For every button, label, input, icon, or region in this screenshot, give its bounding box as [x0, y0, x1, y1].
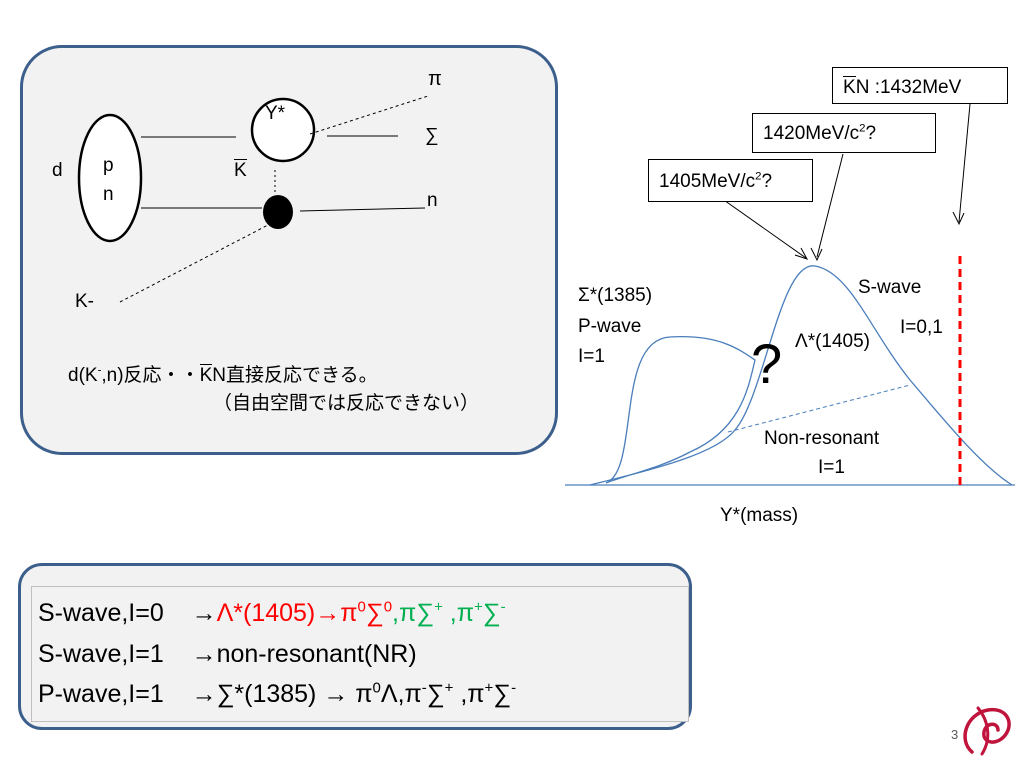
arrow-1420-line	[816, 153, 844, 258]
sigma-star-label: Σ*(1385)	[578, 285, 653, 306]
neutron-label: n	[427, 190, 438, 211]
p-wave-label: P-wave	[578, 316, 642, 337]
decay-summary-panel	[18, 563, 692, 730]
kminus-label: K-	[75, 291, 94, 312]
reaction-caption-line2: （自由空間では反応できない）	[213, 393, 480, 414]
mass-1405-box: 1405MeV/c2?	[648, 159, 813, 202]
pion-label: π	[428, 68, 442, 90]
non-resonant-isospin-label: I=1	[818, 457, 845, 478]
s-wave-curve	[589, 265, 1013, 486]
non-resonant-line	[727, 384, 911, 433]
threshold-arrow-line	[958, 103, 971, 223]
p-wave-curve	[605, 335, 756, 484]
summary-row-s-wave-i0: S-wave,I=0 →Λ*(1405)→π0∑0,π∑+ ,π+∑-	[38, 598, 506, 627]
sigma-label: ∑	[425, 125, 439, 146]
deuteron-ellipse	[77, 113, 143, 243]
neutron-inner-label: n	[103, 184, 114, 205]
arrow-1405-line	[720, 197, 807, 259]
s-wave-isospin-label: I=0,1	[900, 317, 943, 338]
arrow-1420-head	[810, 247, 823, 262]
summary-row-s-wave-i1: S-wave,I=1 →non-resonant(NR)	[38, 640, 417, 668]
proton-inner-label: p	[103, 155, 114, 176]
p-wave-isospin-label: I=1	[578, 346, 605, 367]
question-mark: ?	[751, 332, 783, 395]
vertex-dot	[263, 195, 293, 229]
mass-1420-box: 1420MeV/c2?	[752, 113, 936, 153]
threshold-arrow-head	[952, 211, 965, 226]
deuteron-label: d	[52, 160, 63, 181]
hyperon-circle	[250, 97, 316, 163]
neutron-out-line	[299, 207, 426, 212]
mass-axis-label: Y*(mass)	[720, 505, 799, 526]
lambda-star-label: Λ*(1405)	[795, 331, 871, 352]
kaon-dashed-line	[119, 224, 269, 303]
s-wave-label: S-wave	[858, 277, 922, 298]
non-resonant-label: Non-resonant	[764, 428, 880, 449]
reaction-caption-line1: d(K-,n)反応・・KN直接反応できる。	[68, 364, 378, 386]
pion-dashed-line	[309, 95, 429, 135]
hyperon-label: Y*	[265, 103, 286, 124]
decay-summary-inner	[31, 586, 689, 722]
university-logo	[963, 706, 1011, 756]
page-number: 3	[951, 727, 959, 742]
kbar-n-threshold-box: KN :1432MeV	[832, 67, 1008, 104]
arrow-1405-head	[794, 247, 809, 260]
summary-row-p-wave-i1: P-wave,I=1 →∑*(1385) → π0Λ,π-∑+ ,π+∑-	[38, 679, 517, 708]
kbar-label: K	[234, 159, 247, 181]
